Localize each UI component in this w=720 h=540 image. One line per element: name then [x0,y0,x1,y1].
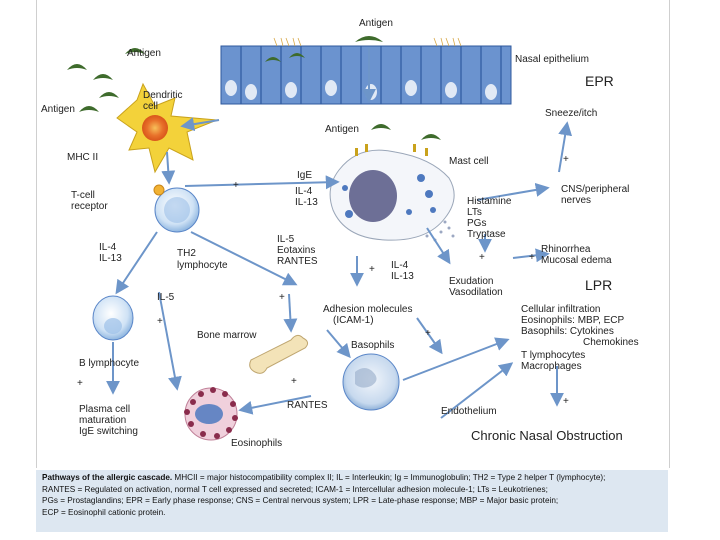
plus-sign: + [233,180,239,191]
plus-sign: + [529,252,535,263]
antigen-particles [67,36,441,140]
label-antigen-left: Antigen [41,104,75,115]
label-antigen-left-top: Antigen [127,48,161,59]
plus-signs: + + + + + + + + + + + [77,154,569,407]
label-chronic-obstruction: Chronic Nasal Obstruction [471,428,623,443]
label-eosinophils: Eosinophils [231,438,282,449]
label-b-lymphocyte: B lymphocyte [79,358,139,369]
label-ige: IgE [297,170,312,181]
basophil-shape [342,353,400,411]
label-il5: IL-5 [157,292,175,303]
nasal-epithelium-cells [220,37,512,105]
plus-sign: + [563,154,569,165]
plus-sign: + [369,264,375,275]
label-sneeze-itch: Sneeze/itch [545,108,597,119]
diagram-labels: Antigen Nasal epithelium EPR Antigen Den… [41,18,639,449]
plus-sign: + [279,292,285,303]
caption-line-1: Pathways of the allergic cascade. MHCII … [42,472,662,484]
plus-sign: + [425,328,431,339]
caption-line-3: PGs = Prostaglandins; EPR = Early phase … [42,496,559,506]
label-adhesion-molecules: Adhesion molecules(ICAM-1) [323,304,413,326]
dendritic-cell-shape [116,82,218,174]
diagram-frame: Antigen Nasal epithelium EPR Antigen Den… [36,0,670,468]
bone-marrow-shape [249,334,309,374]
label-nasal-epithelium: Nasal epithelium [515,54,589,65]
eosinophil-shape [184,387,238,441]
label-mast-cell: Mast cell [449,156,488,167]
label-lpr: LPR [585,277,612,293]
plus-sign: + [77,378,83,389]
b-lymphocyte-shape [92,295,134,341]
label-basophils: Basophils [351,340,394,351]
plus-sign: + [479,252,485,263]
label-mhc-ii: MHC II [67,152,98,163]
mast-cell-shape [329,144,455,242]
label-antigen-mid: Antigen [325,124,359,135]
caption-text: MHCII = major histocompatibility complex… [172,473,606,482]
label-antigen-top: Antigen [359,18,393,29]
th2-lymphocyte-shape [153,184,200,233]
label-bone-marrow: Bone marrow [197,330,257,341]
caption-title: Pathways of the allergic cascade. [42,473,173,482]
label-epr: EPR [585,73,614,89]
allergic-cascade-diagram: Antigen Nasal epithelium EPR Antigen Den… [41,18,639,449]
label-endothelium: Endothelium [441,406,497,417]
caption-line-4: ECP = Eosinophil cationic protein. [42,507,166,517]
label-rantes: RANTES [287,400,328,411]
pathway-arrows [106,48,573,419]
plus-sign: + [563,396,569,407]
figure-caption: Pathways of the allergic cascade. MHCII … [36,470,668,532]
plus-sign: + [157,316,163,327]
plus-sign: + [291,376,297,387]
caption-line-2: RANTES = Regulated on activation, normal… [42,484,548,494]
